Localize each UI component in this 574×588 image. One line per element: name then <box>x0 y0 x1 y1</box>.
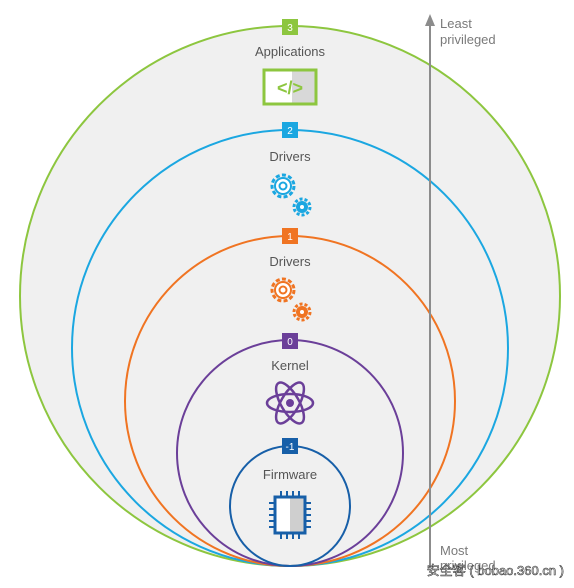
ring-0-number: 0 <box>287 337 293 348</box>
ring-3-number: 3 <box>287 23 293 34</box>
gears-icon <box>270 277 312 322</box>
code-brackets-icon: </> <box>262 68 318 106</box>
least-label-line2: privileged <box>440 32 496 47</box>
code-icon-text: </> <box>277 78 303 98</box>
gears-icon <box>270 173 312 217</box>
ring-3-circle <box>19 25 561 567</box>
ring-0-label: Kernel <box>271 358 309 373</box>
chip-icon <box>269 491 311 539</box>
ring-3-label: Applications <box>255 44 326 59</box>
ring-1-badge <box>282 228 298 244</box>
ring-2-label: Drivers <box>269 149 311 164</box>
ring-1-number: 1 <box>287 232 293 243</box>
most-label-line1: Most <box>440 543 469 558</box>
ring-2-number: 2 <box>287 126 293 137</box>
atom-icon <box>265 381 315 425</box>
ring-0-badge <box>282 333 298 349</box>
ring-minus1-badge <box>282 438 298 454</box>
ring-2-badge <box>282 122 298 138</box>
ring-1-label: Drivers <box>269 254 311 269</box>
ring-3-badge <box>282 19 298 35</box>
watermark: 安全客 ( bobao.360.cn ) <box>427 563 564 578</box>
most-label-line2: privileged <box>440 558 496 573</box>
least-label-line1: Least <box>440 16 472 31</box>
ring-minus1-label: Firmware <box>263 467 317 482</box>
ring-minus1-number: -1 <box>286 442 295 453</box>
privilege-axis-arrowhead <box>425 14 435 26</box>
